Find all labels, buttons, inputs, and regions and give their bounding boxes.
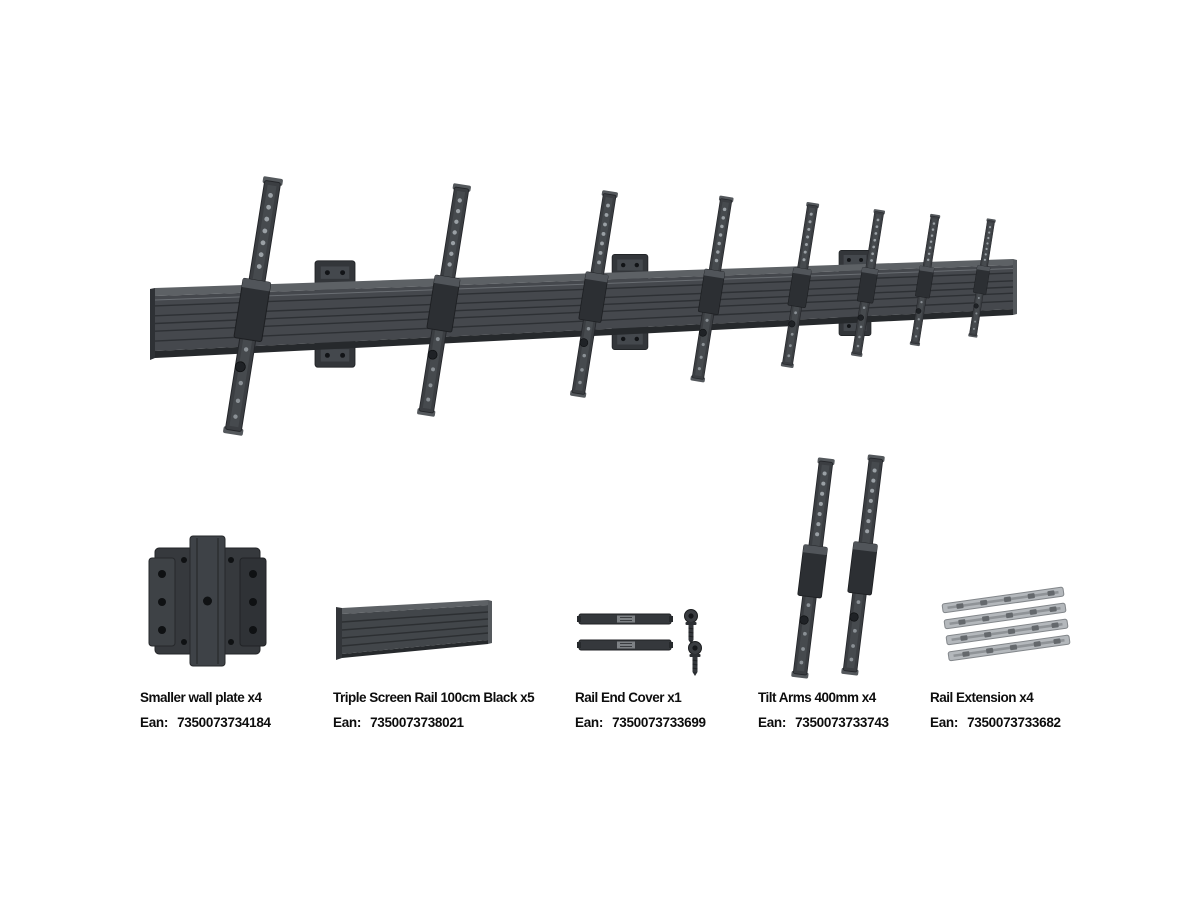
part-ean: Ean: 7350073733682 (930, 715, 1061, 730)
part-ean-prefix: Ean: (140, 715, 169, 730)
tilt-arms-illustration (787, 453, 889, 680)
rail-extension-illustration (941, 586, 1071, 662)
part-label: Rail End Cover x1 (575, 690, 682, 705)
part-caption-rail-extension: Rail Extension x4 Ean: 7350073733682 (930, 690, 1061, 730)
part-label: Rail Extension x4 (930, 690, 1034, 705)
part-ean-value: 7350073733743 (795, 715, 889, 730)
part-label: Smaller wall plate x4 (140, 690, 262, 705)
part-caption-triple-screen-rail: Triple Screen Rail 100cm Black x5 Ean: 73… (333, 690, 535, 730)
part-caption-tilt-arms: Tilt Arms 400mm x4 Ean: 7350073733743 (758, 690, 889, 730)
rail-end-cover-illustration (576, 609, 702, 677)
assembled-rail-illustration (150, 174, 1017, 438)
part-ean: Ean: 7350073734184 (140, 715, 271, 730)
triple-screen-rail-illustration (336, 600, 492, 660)
part-label: Tilt Arms 400mm x4 (758, 690, 876, 705)
smaller-wall-plate-illustration (148, 535, 267, 667)
part-ean-prefix: Ean: (758, 715, 787, 730)
part-ean: Ean: 7350073733699 (575, 715, 706, 730)
part-ean: Ean: 7350073738021 (333, 715, 534, 730)
part-caption-smaller-wall-plate: Smaller wall plate x4 Ean: 7350073734184 (140, 690, 271, 730)
part-ean: Ean: 7350073733743 (758, 715, 889, 730)
part-ean-value: 7350073733682 (967, 715, 1061, 730)
part-ean-prefix: Ean: (333, 715, 362, 730)
part-ean-value: 7350073733699 (612, 715, 706, 730)
part-label: Triple Screen Rail 100cm Black x5 (333, 690, 535, 705)
part-ean-value: 7350073734184 (177, 715, 271, 730)
part-ean-prefix: Ean: (930, 715, 959, 730)
part-caption-rail-end-cover: Rail End Cover x1 Ean: 7350073733699 (575, 690, 706, 730)
part-ean-prefix: Ean: (575, 715, 604, 730)
part-ean-value: 7350073738021 (370, 715, 464, 730)
